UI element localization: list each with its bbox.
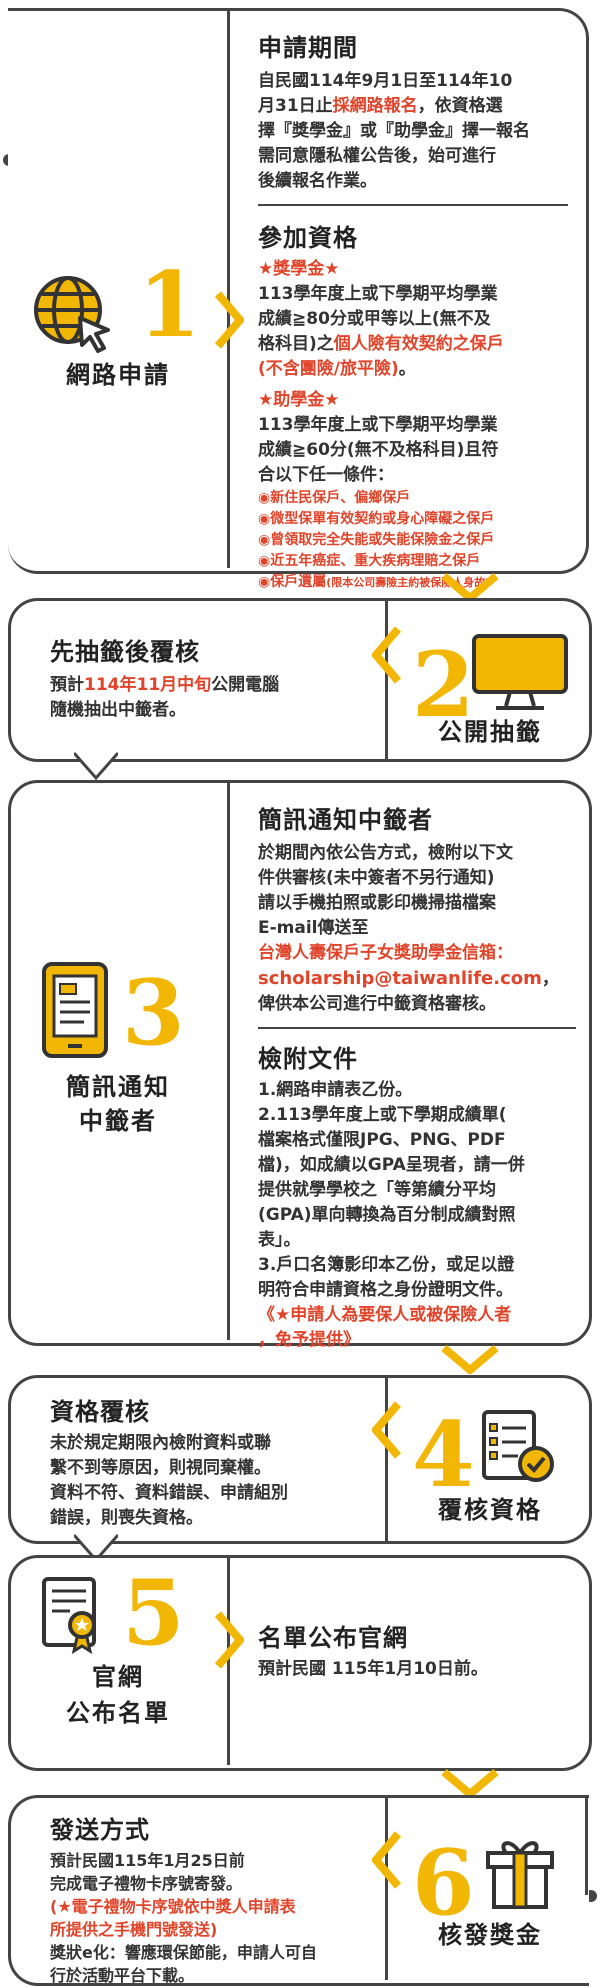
step5-content: 名單公布官網 預計民國 115年1月10日前。: [258, 1618, 578, 1682]
step2-label: 公開抽籤: [438, 718, 542, 746]
step3-number: 3: [122, 960, 185, 1066]
condition-item: ◉新住民保戶、偏鄉保戶: [258, 490, 411, 506]
grant-conditions: ◉新住民保戶、偏鄉保戶 ◉微型保單有效契約或身心障礙之保戶 ◉曾領取完全失能或失…: [258, 488, 568, 593]
documents-list: 1.網路申請表乙份。 2.113學年度上或下學期成績單( 檔案格式僅限JPG、P…: [258, 1080, 525, 1350]
notify-text: 於期間內依公告方式，檢附以下文 件供審核(未中簽者不另行通知) 請以手機拍照或影…: [258, 843, 559, 1014]
phone-document-icon: [42, 962, 108, 1058]
step5-label-line1: 官網: [92, 1663, 144, 1691]
step4-chevron-icon: [372, 1401, 402, 1459]
step2-number: 2: [412, 632, 475, 738]
step6-label: 核發獎金: [438, 1921, 542, 1949]
step1-number: 1: [138, 252, 201, 358]
step6-text: 預計民國115年1月25日前 完成電子禮物卡序號寄發。 (★電子禮物卡序號依中獎…: [50, 1851, 317, 1985]
step3-down-chevron-icon: [441, 1344, 499, 1374]
step5-chevron-icon: [214, 1611, 244, 1669]
step1-icon-group: 1: [28, 260, 218, 400]
step1-content: 申請期間 自民國114年9月1日至114年10 月31日止採網路報名，依資格選 …: [258, 28, 568, 593]
step4-label: 覆核資格: [438, 1496, 542, 1524]
step6-divider: [385, 1795, 388, 1980]
condition-item: ◉保戶遺屬(限本公司壽險主約被保險人身故): [258, 574, 491, 590]
documents-title: 檢附文件: [258, 1045, 358, 1073]
condition-item: ◉曾領取完全失能或失能保險金之保戶: [258, 532, 495, 548]
step2-text: 預計114年11月中旬公開電腦 隨機抽出中籤者。: [50, 675, 280, 720]
step6-right-line: [585, 1795, 588, 1895]
step1-label: 網路申請: [66, 361, 170, 389]
mailbox-label: 台灣人壽保戶子女獎助學金信箱：: [258, 943, 513, 963]
step3-card: [8, 780, 592, 1346]
step3-label-line2: 中籤者: [79, 1107, 157, 1135]
step6-title: 發送方式: [50, 1816, 150, 1844]
globe-cursor-icon: [34, 276, 110, 353]
gift-icon: [486, 1841, 554, 1909]
scholarship-heading: ★獎學金★: [258, 259, 340, 279]
step6-content: 發送方式 預計民國115年1月25日前 完成電子禮物卡序號寄發。 (★電子禮物卡…: [50, 1810, 380, 1987]
notify-title: 簡訊通知中籤者: [258, 806, 433, 834]
step1-divider: [227, 8, 230, 568]
condition-item: ◉近五年癌症、重大疾病理賠之保戶: [258, 553, 481, 569]
step2-bubble-tail: [74, 752, 118, 781]
step1-separator: [258, 204, 568, 206]
email-link[interactable]: scholarship@taiwanlife.com: [258, 968, 542, 989]
step5-divider: [227, 1555, 230, 1765]
step6-number: 6: [412, 1830, 475, 1936]
award-document-icon: [42, 1577, 96, 1655]
step2-divider: [385, 598, 388, 762]
step3-divider: [227, 780, 230, 1340]
monitor-icon: [472, 634, 568, 710]
step5-down-chevron-icon: [441, 1768, 499, 1798]
step5-label-line2: 公布名單: [66, 1699, 170, 1727]
condition-item: ◉微型保單有效契約或身心障礙之保戶: [258, 511, 495, 527]
qualification-title: 參加資格: [258, 224, 358, 252]
step6-chevron-icon: [372, 1831, 402, 1889]
period-text: 自民國114年9月1日至114年10 月31日止採網路報名，依資格選 擇『獎學金…: [258, 71, 530, 191]
step3-label-line1: 簡訊通知: [66, 1073, 170, 1101]
scholarship-text: 113學年度上或下學期平均學業 成績≧80分或甲等以上(無不及 格科目)之個人險…: [258, 284, 504, 379]
step1-card: [8, 8, 589, 574]
checklist-icon: [482, 1410, 554, 1482]
step1-chevron-icon: [214, 291, 244, 349]
grant-text: 113學年度上或下學期平均學業 成績≧60分(無不及格科目)且符 合以下任一條件…: [258, 415, 499, 485]
grant-heading: ★助學金★: [258, 390, 340, 410]
step3-content: 簡訊通知中籤者 於期間內依公告方式，檢附以下文 件供審核(未中簽者不另行通知) …: [258, 800, 578, 1353]
step5-title: 名單公布官網: [258, 1624, 408, 1652]
step4-divider: [385, 1375, 388, 1544]
step5-number: 5: [122, 1560, 185, 1666]
step4-number: 4: [412, 1402, 475, 1508]
step2-title: 先抽籤後覆核: [50, 638, 200, 666]
step5-text: 預計民國 115年1月10日前。: [258, 1659, 488, 1679]
step3-separator: [258, 1027, 576, 1029]
step2-chevron-icon: [372, 626, 402, 684]
period-title: 申請期間: [258, 34, 358, 62]
step4-content: 資格覆核 未於規定期限內檢附資料或聯 繫不到等原因，則視同棄權。 資料不符、資料…: [50, 1392, 380, 1531]
step4-text: 未於規定期限內檢附資料或聯 繫不到等原因，則視同棄權。 資料不符、資料錯誤、申請…: [50, 1433, 288, 1528]
step2-content: 先抽籤後覆核 預計114年11月中旬公開電腦 隨機抽出中籤者。: [50, 632, 370, 723]
step4-title: 資格覆核: [50, 1398, 150, 1426]
step5-card: [8, 1555, 592, 1771]
